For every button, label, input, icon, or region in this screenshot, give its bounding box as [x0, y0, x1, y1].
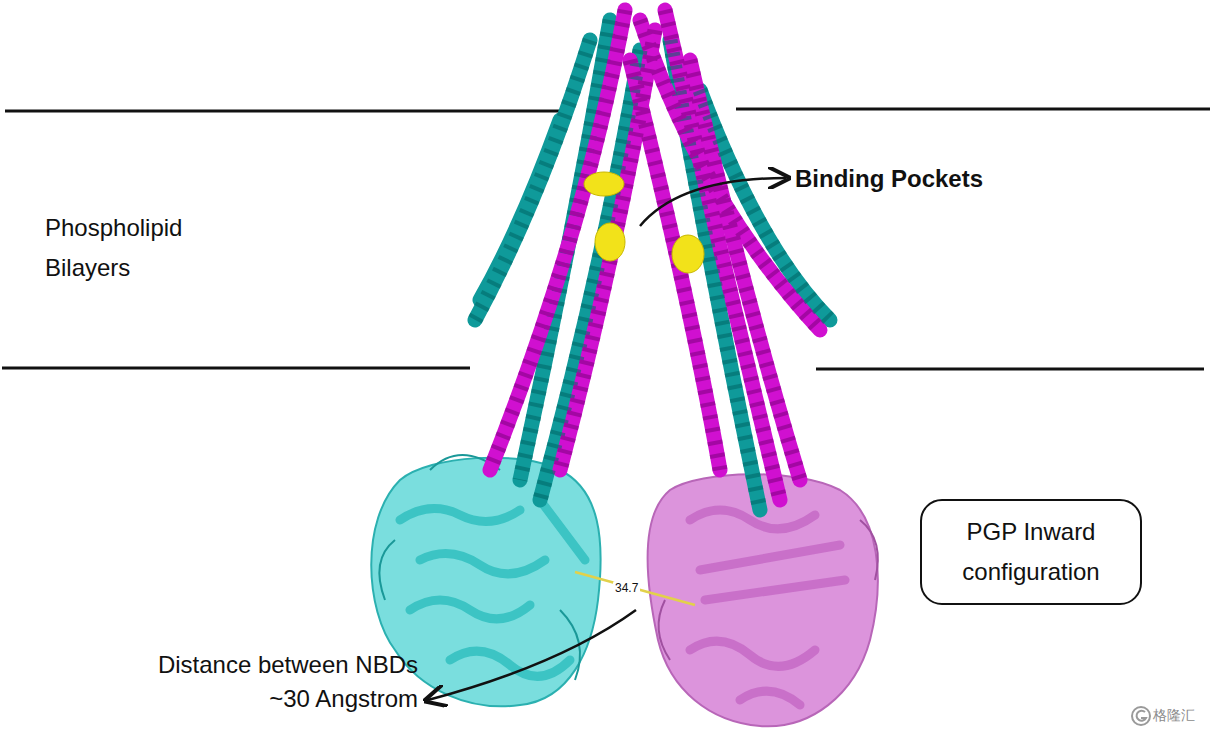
distance-line	[575, 572, 695, 605]
label-holder: Binding Pockets	[795, 164, 983, 193]
watermark: 格隆汇	[1153, 707, 1195, 724]
tm-helices	[475, 10, 830, 510]
label-holder: Phospholipid Bilayers	[45, 208, 215, 288]
callout-label: Distance between NBDs ~30 Angstrom	[112, 648, 418, 716]
rounded-box: PGP Inward configuration	[920, 499, 1142, 605]
membrane-lines	[2, 109, 1210, 369]
callout-label: Phospholipid Bilayers	[45, 208, 215, 288]
leader-arrow	[428, 610, 636, 700]
label-holder: 34.7	[613, 581, 640, 595]
box-text: PGP Inward configuration	[932, 512, 1130, 592]
distance-value: 34.7	[613, 581, 640, 595]
watermark-icon	[1132, 707, 1150, 725]
watermark-icon	[1137, 711, 1146, 721]
leader-arrow	[640, 178, 786, 226]
label-holder: Distance between NBDs ~30 Angstrom	[112, 648, 418, 716]
label-holder: 格隆汇	[1153, 707, 1195, 724]
callout-label: Binding Pockets	[795, 164, 983, 193]
